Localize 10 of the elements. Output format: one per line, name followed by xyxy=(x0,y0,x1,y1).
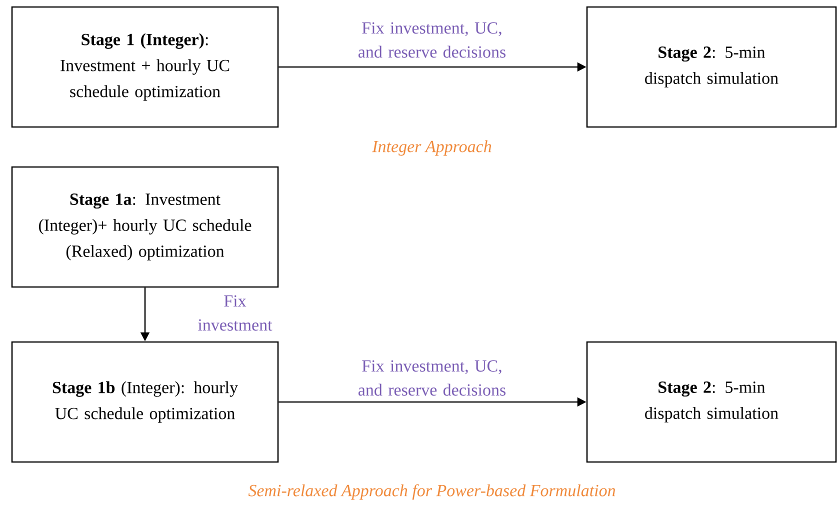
edge-label: Fix investment, UC, and reserve decisions xyxy=(358,360,506,396)
process-box: Stage 1b (Integer): hourly UC schedule optimization xyxy=(11,341,279,463)
edge-label: Fix investment, UC, and reserve decisions xyxy=(358,22,506,58)
process-box: Stage 1 (Integer): Investment + hourly UC schedule optimization xyxy=(11,6,279,128)
caption: Integer Approach xyxy=(372,140,492,156)
caption: Semi-relaxed Approach for Power-based Formulation xyxy=(248,484,616,500)
process-box: Stage 1a: Investment (Integer)+ hourly UC schedule (Relaxed) optimization xyxy=(11,166,279,288)
process-box: Stage 2: 5-min dispatch simulation xyxy=(586,6,837,128)
process-box: Stage 2: 5-min dispatch simulation xyxy=(586,341,837,463)
edge-label: Fix investment xyxy=(198,295,272,331)
